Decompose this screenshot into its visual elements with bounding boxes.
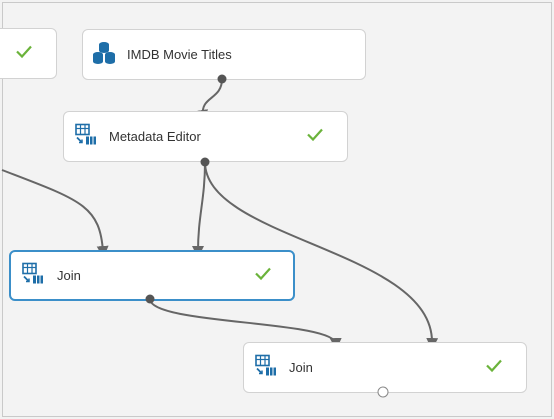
module-label: Join	[289, 360, 313, 375]
dataset-icon	[93, 40, 115, 69]
connector-join1-join2	[149, 298, 342, 350]
check-icon	[16, 44, 32, 63]
output-port[interactable]	[217, 74, 227, 84]
module-label: Metadata Editor	[109, 129, 201, 144]
check-icon	[255, 266, 271, 285]
table-transform-icon	[21, 261, 45, 290]
module-node-imdb[interactable]: IMDB Movie Titles	[82, 29, 366, 80]
table-transform-icon	[74, 122, 98, 151]
module-node-partial[interactable]	[0, 28, 57, 79]
output-port[interactable]	[145, 294, 155, 304]
table-transform-icon	[254, 353, 278, 382]
connector-metadata-join2	[204, 161, 439, 350]
module-label: Join	[57, 268, 81, 283]
connector-left-join1	[1, 169, 109, 258]
module-node-metadata-editor[interactable]: Metadata Editor	[63, 111, 348, 162]
module-node-join-2[interactable]: Join	[243, 342, 527, 393]
module-label: IMDB Movie Titles	[127, 47, 232, 62]
output-port-empty[interactable]	[377, 386, 389, 398]
connector-metadata-join1	[192, 161, 206, 258]
check-icon	[486, 358, 502, 377]
check-icon	[307, 127, 323, 146]
module-node-join-1[interactable]: Join	[9, 250, 295, 301]
output-port[interactable]	[200, 157, 210, 167]
